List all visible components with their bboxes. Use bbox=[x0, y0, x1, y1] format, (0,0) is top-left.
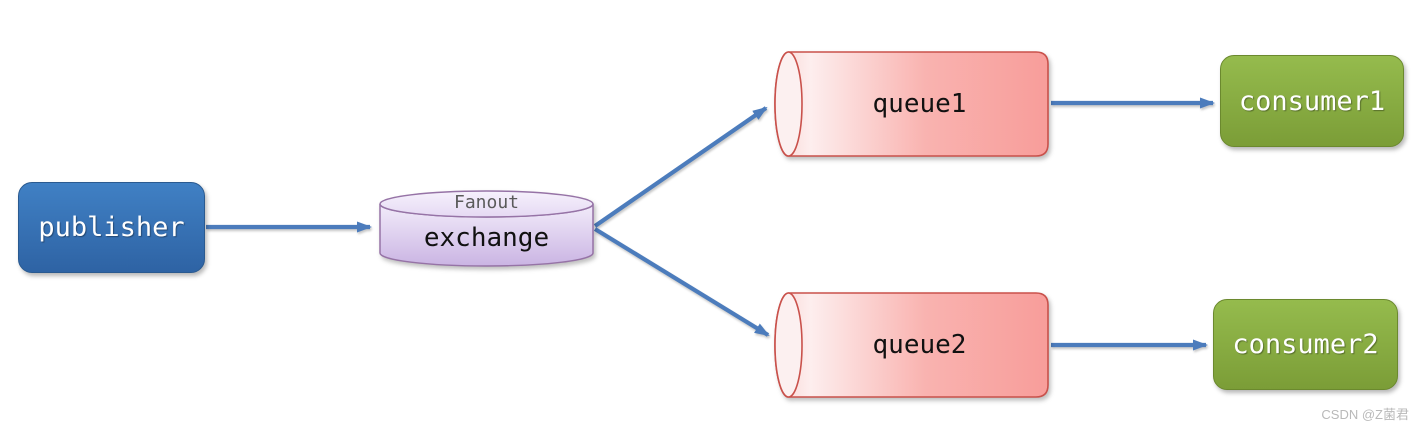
edge-exchange-queue2 bbox=[593, 227, 770, 337]
exchange-label: exchange bbox=[423, 223, 550, 253]
node-exchange: Fanout exchange bbox=[378, 189, 595, 269]
queue2-label: queue2 bbox=[872, 330, 967, 360]
node-consumer1: consumer1 bbox=[1220, 55, 1404, 147]
node-queue1: queue1 bbox=[773, 50, 1050, 158]
queue1-label: queue1 bbox=[872, 89, 967, 119]
node-publisher: publisher bbox=[18, 182, 205, 273]
watermark: CSDN @Z菌君 bbox=[1321, 407, 1409, 422]
exchange-cylinder-shape bbox=[379, 190, 594, 267]
consumer1-label: consumer1 bbox=[1238, 85, 1386, 117]
node-queue2: queue2 bbox=[773, 291, 1050, 399]
node-consumer2: consumer2 bbox=[1213, 299, 1398, 390]
queue2-cylinder-shape bbox=[774, 292, 1049, 398]
exchange-type-label: Fanout bbox=[453, 192, 520, 213]
edge-exchange-queue1 bbox=[593, 106, 768, 228]
publisher-label: publisher bbox=[38, 212, 185, 243]
consumer2-label: consumer2 bbox=[1232, 329, 1379, 360]
queue1-cylinder-shape bbox=[774, 51, 1049, 157]
